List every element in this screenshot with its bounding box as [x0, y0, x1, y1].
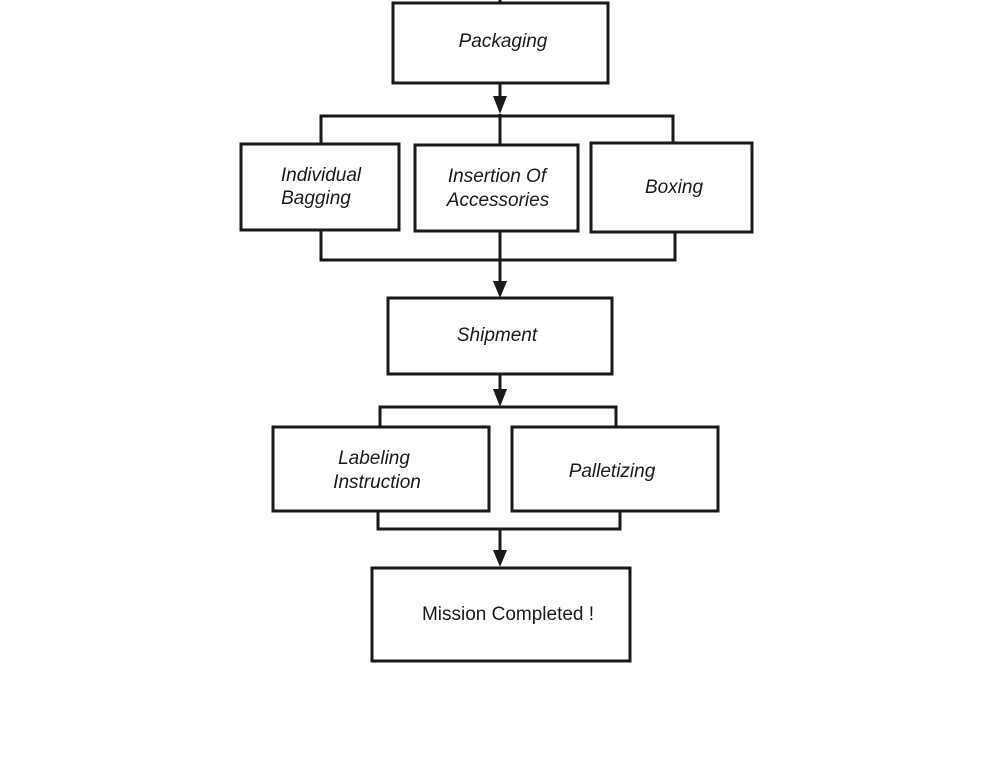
node-palletizing-label: Palletizing — [569, 461, 656, 482]
connector-subtasks-to-mission-completed — [376, 511, 622, 567]
node-individual-bagging-label-line1: Individual — [281, 165, 362, 186]
arrowhead — [493, 96, 507, 114]
node-insertion-label-line1: Insertion Of — [448, 166, 548, 187]
node-shipment: Shipment — [386, 296, 614, 376]
node-individual-bagging: Individual Bagging — [239, 142, 401, 232]
connector-shipment-to-subtasks — [378, 374, 618, 427]
connector-subtasks-to-shipment — [319, 230, 677, 298]
node-packaging-label: Packaging — [459, 31, 548, 52]
node-palletizing: Palletizing — [510, 425, 720, 513]
node-individual-bagging-label-line2: Bagging — [281, 188, 351, 209]
node-packaging: Packaging — [391, 1, 610, 85]
node-mission-completed-label: Mission Completed ! — [422, 604, 594, 625]
node-insertion-of-accessories: Insertion Of Accessories — [413, 143, 580, 233]
node-boxing: Boxing — [589, 141, 754, 234]
node-insertion-label-line2: Accessories — [446, 190, 550, 211]
node-labeling-label-line2: Instruction — [333, 472, 421, 493]
arrowhead — [493, 550, 507, 567]
arrowhead — [493, 281, 507, 298]
node-labeling-instruction: Labeling Instruction — [271, 425, 491, 513]
connector-packaging-to-subtasks — [319, 83, 675, 145]
node-labeling-label-line1: Labeling — [338, 448, 410, 469]
node-shipment-label: Shipment — [457, 325, 538, 346]
arrowhead — [493, 389, 507, 407]
node-mission-completed: Mission Completed ! — [370, 566, 632, 663]
node-boxing-label: Boxing — [645, 177, 704, 198]
